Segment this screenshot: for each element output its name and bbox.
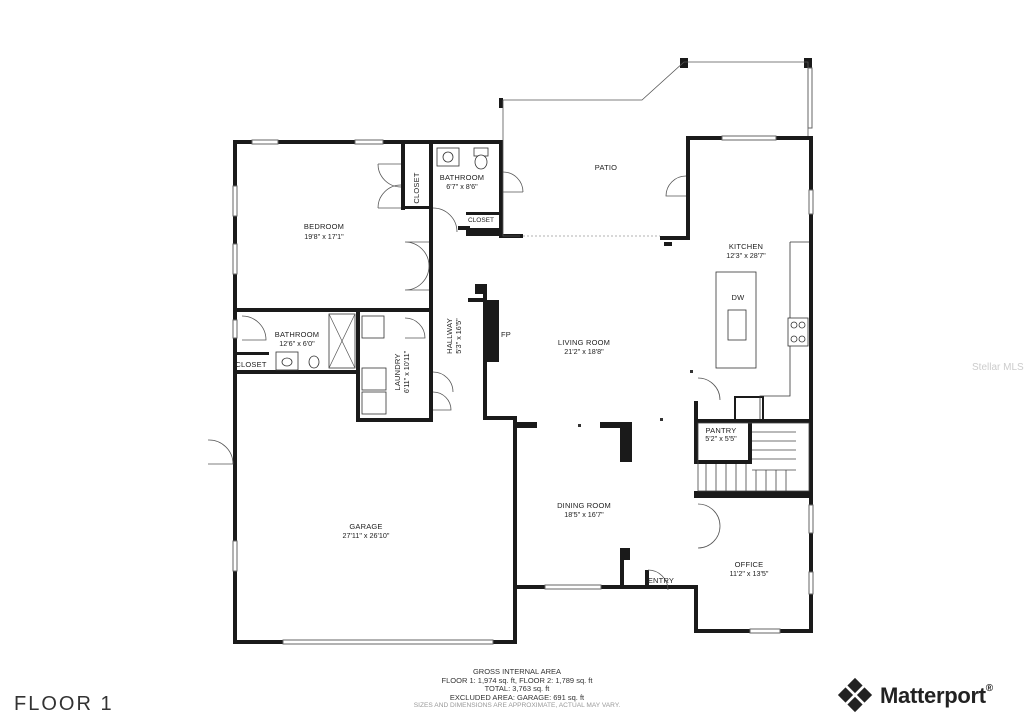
area-excluded: EXCLUDED AREA: GARAGE: 691 sq. ft <box>449 692 585 702</box>
dims-kitchen: 12'3" x 28'7" <box>726 251 766 260</box>
label-dw: DW <box>732 293 746 302</box>
label-fp: FP <box>501 330 511 339</box>
label-office: OFFICE <box>735 560 764 569</box>
label-closet-small: CLOSET <box>468 217 494 224</box>
patio-outline <box>502 61 809 237</box>
label-patio: PATIO <box>595 163 617 172</box>
dims-bathroom-lower: 12'6" x 6'0" <box>279 339 315 348</box>
room-labels: PATIO BEDROOM 19'8" x 17'1" CLOSET BATHR… <box>235 163 768 585</box>
doors <box>207 163 721 591</box>
dims-bathroom-upper: 6'7" x 8'6" <box>446 182 478 191</box>
dims-living-room: 21'2" x 18'8" <box>564 347 604 356</box>
label-dining-room: DINING ROOM <box>557 501 611 510</box>
label-pantry: PANTRY <box>706 426 737 435</box>
label-bedroom: BEDROOM <box>304 222 344 231</box>
windows <box>232 67 814 645</box>
label-bathroom-lower: BATHROOM <box>275 330 319 339</box>
dims-laundry: 6'11" x 10'11" <box>402 350 411 393</box>
dims-pantry: 5'2" x 5'5" <box>705 434 737 443</box>
dims-garage: 27'11" x 26'10" <box>343 531 390 540</box>
dims-hallway: 5'3" x 16'5" <box>454 318 463 354</box>
watermark: Stellar MLS <box>972 362 1024 373</box>
area-disclaimer: SIZES AND DIMENSIONS ARE APPROXIMATE, AC… <box>413 702 621 710</box>
fixtures <box>275 147 810 492</box>
dims-office: 11'2" x 13'5" <box>730 569 769 578</box>
label-entry: ENTRY <box>648 576 674 585</box>
label-bathroom-upper: BATHROOM <box>440 173 484 182</box>
area-title: GROSS INTERNAL AREA <box>472 667 562 676</box>
brand-name: Matterport® <box>880 683 993 708</box>
label-laundry: LAUNDRY <box>393 353 402 390</box>
label-closet-lower: CLOSET <box>235 360 266 369</box>
label-garage: GARAGE <box>349 522 382 531</box>
brand: Matterport® <box>836 676 1016 716</box>
label-kitchen: KITCHEN <box>729 242 763 251</box>
exterior-walls <box>233 136 813 644</box>
matterport-logo-icon <box>837 677 873 713</box>
label-closet-bedroom: CLOSET <box>412 172 421 203</box>
area-floors: FLOOR 1: 1,974 sq. ft, FLOOR 2: 1,789 sq… <box>441 675 593 685</box>
floor-label: FLOOR 1 <box>14 693 114 715</box>
label-living-room: LIVING ROOM <box>558 338 610 347</box>
area-summary: GROSS INTERNAL AREA FLOOR 1: 1,974 sq. f… <box>392 667 642 711</box>
label-hallway: HALLWAY <box>445 318 454 354</box>
area-total: TOTAL: 3,763 sq. ft <box>484 684 550 694</box>
dims-dining-room: 18'5" x 16'7" <box>564 510 604 519</box>
dims-bedroom: 19'8" x 17'1" <box>304 232 344 241</box>
